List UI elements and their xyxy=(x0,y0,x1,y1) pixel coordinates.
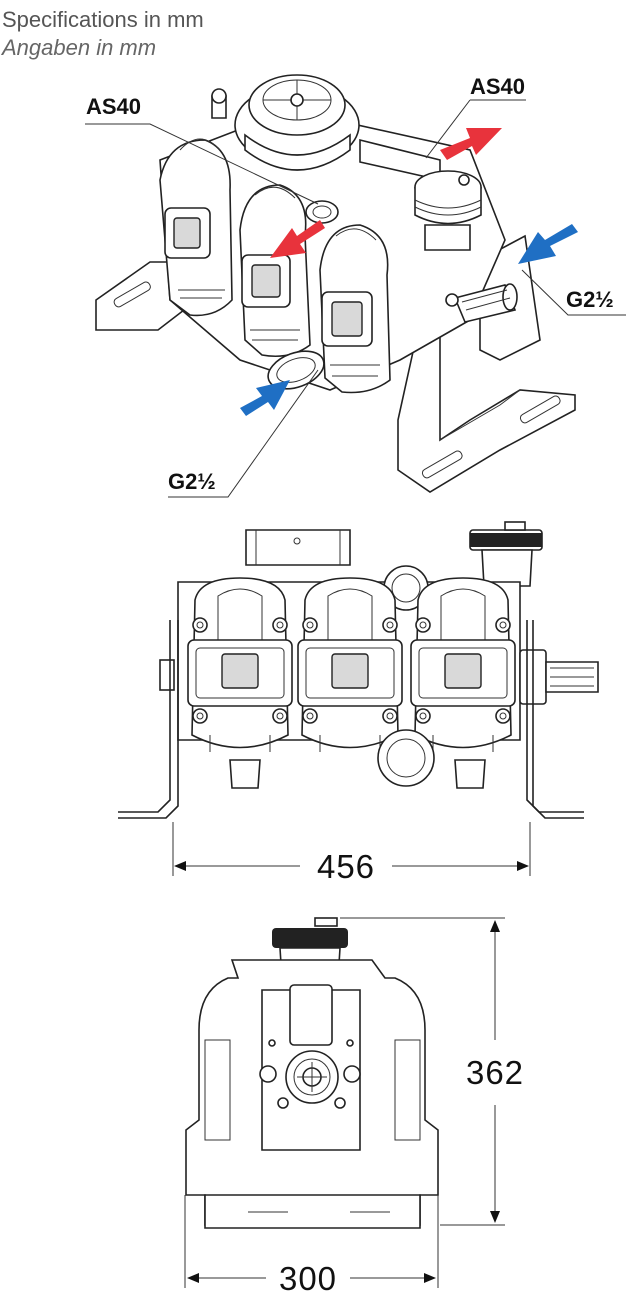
spec-header: Specifications in mm Angaben in mm xyxy=(2,6,204,62)
dimension-height-side: 362 xyxy=(466,1054,524,1091)
dimension-width-side: 300 xyxy=(279,1260,337,1297)
outlet-arrow-icon xyxy=(270,128,502,258)
inlet-arrow-icon xyxy=(240,224,578,416)
spec-title-en: Specifications in mm xyxy=(2,7,204,32)
callout-g212-right: G2½ xyxy=(566,287,614,312)
callout-as40-left: AS40 xyxy=(86,94,141,119)
callout-g212-bottom: G2½ xyxy=(168,469,216,494)
callout-as40-right: AS40 xyxy=(470,74,525,99)
dimension-width-front: 456 xyxy=(317,848,375,885)
isometric-view: AS40 AS40 G2½ G2½ xyxy=(85,74,626,498)
spec-title-de: Angaben in mm xyxy=(2,35,157,61)
side-view: 362 300 xyxy=(184,917,524,1297)
front-view: 456 xyxy=(118,521,599,885)
